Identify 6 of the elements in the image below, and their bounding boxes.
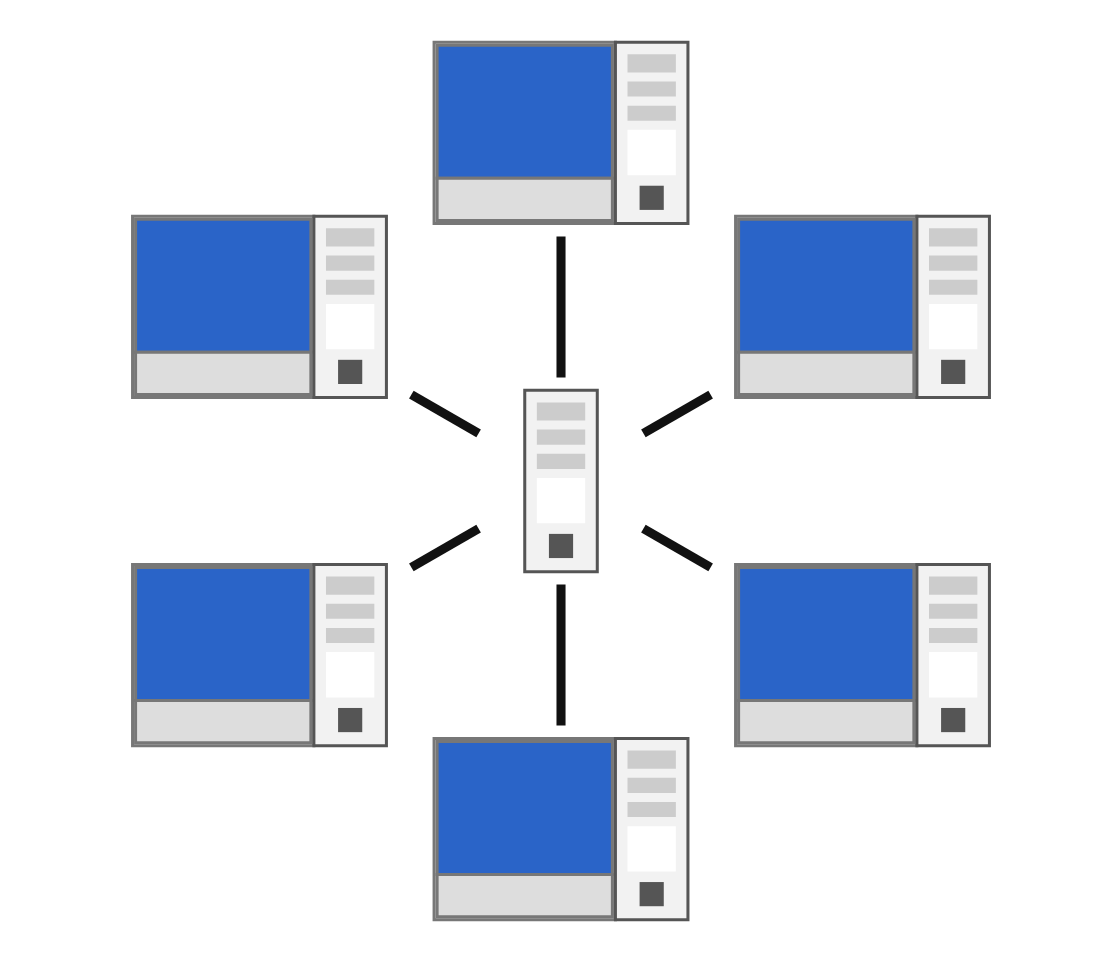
connector: [640, 523, 712, 571]
connector: [555, 235, 565, 377]
connector: [640, 389, 712, 437]
connector: [555, 583, 565, 725]
connector: [408, 523, 480, 571]
connector: [408, 389, 480, 437]
